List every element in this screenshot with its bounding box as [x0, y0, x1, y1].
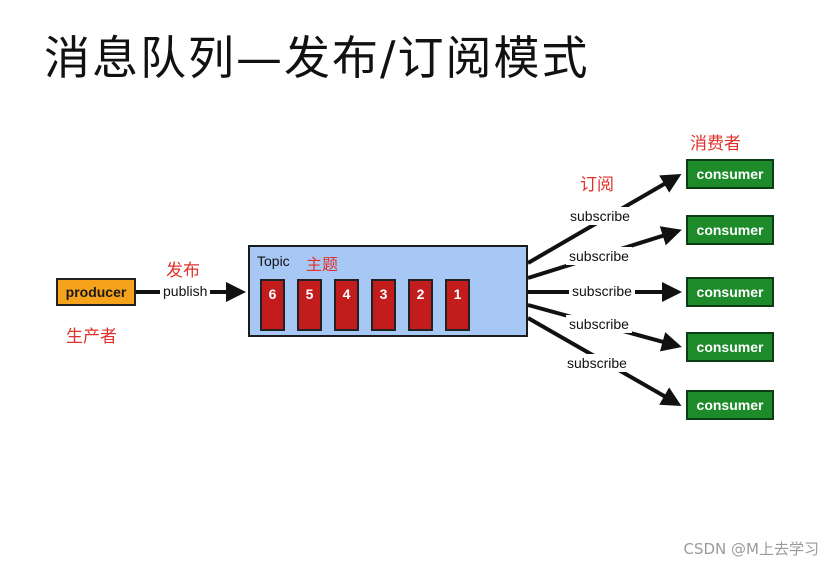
topic-label-cn: 主题: [306, 255, 339, 274]
watermark: CSDN @M上去学习: [683, 540, 819, 558]
subscribe-label: subscribe: [569, 282, 635, 300]
consumer-role-label: 消费者: [690, 134, 741, 154]
message-block: 1: [445, 279, 470, 331]
consumer-box: consumer: [686, 215, 774, 245]
message-block: 3: [371, 279, 396, 331]
consumer-box: consumer: [686, 277, 774, 307]
subscribe-label: subscribe: [564, 354, 630, 372]
subscribe-label: subscribe: [566, 315, 632, 333]
subscribe-label-cn: 订阅: [580, 175, 614, 195]
message-block: 2: [408, 279, 433, 331]
producer-role-label: 生产者: [66, 327, 117, 347]
subscribe-label: subscribe: [566, 247, 632, 265]
message-block: 5: [297, 279, 322, 331]
topic-box: Topic 主题 6 5 4 3 2 1: [248, 245, 528, 337]
consumer-box: consumer: [686, 159, 774, 189]
subscribe-label: subscribe: [567, 207, 633, 225]
message-block: 4: [334, 279, 359, 331]
publish-label-cn: 发布: [166, 261, 200, 281]
publish-label: publish: [160, 282, 211, 300]
page-title: 消息队列—发布/订阅模式: [44, 31, 590, 85]
topic-label: Topic: [257, 253, 290, 269]
producer-box: producer: [56, 278, 136, 306]
message-block: 6: [260, 279, 285, 331]
consumer-box: consumer: [686, 390, 774, 420]
consumer-box: consumer: [686, 332, 774, 362]
